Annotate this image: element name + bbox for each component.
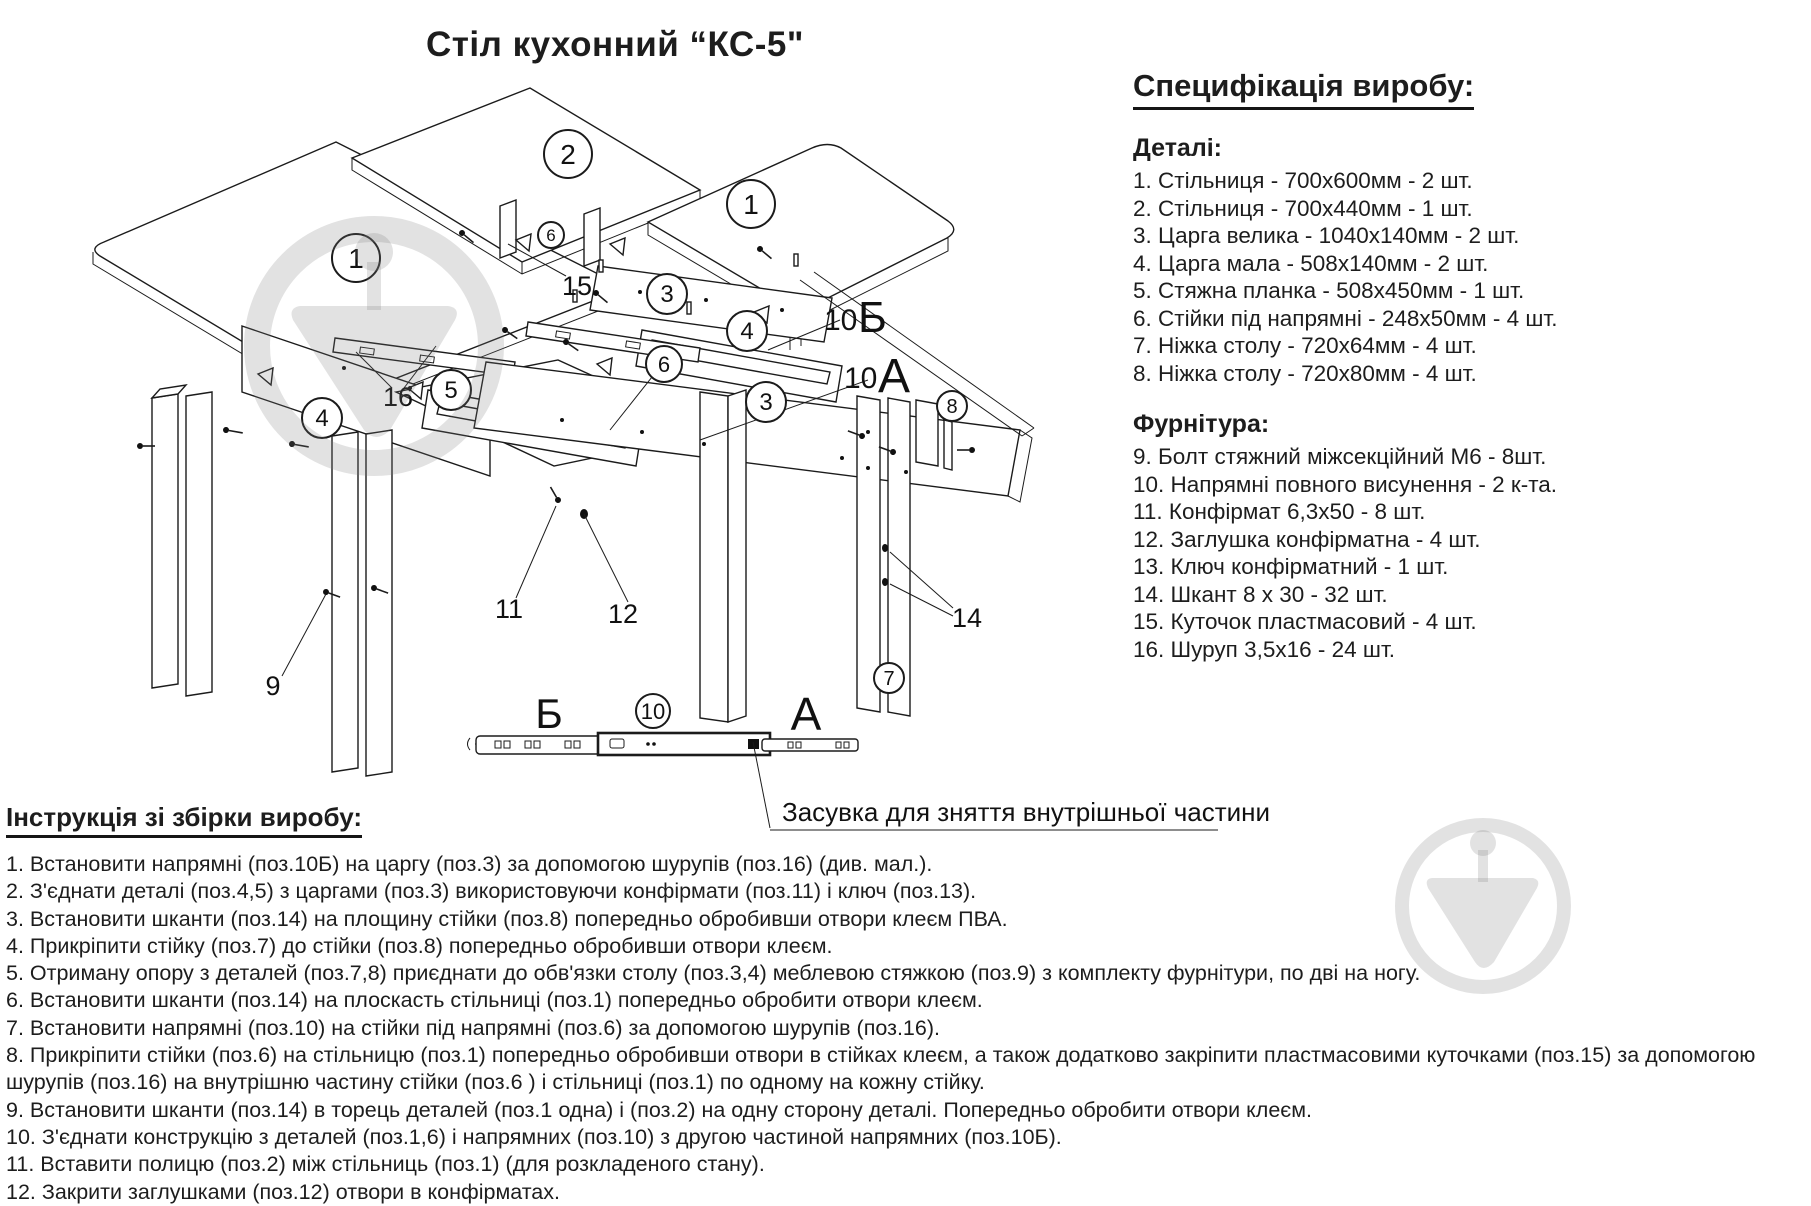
exploded-view bbox=[92, 87, 1035, 777]
svg-text:1: 1 bbox=[743, 189, 759, 220]
watermark-logo-bottom-right bbox=[1395, 818, 1571, 994]
svg-text:6: 6 bbox=[658, 352, 670, 377]
svg-text:8: 8 bbox=[946, 396, 957, 418]
apron-front bbox=[473, 361, 1033, 503]
label-10a-letter: А bbox=[878, 350, 910, 403]
specification-panel: Специфікація виробу: Деталі: 1. Стільниц… bbox=[1133, 68, 1809, 663]
svg-text:10: 10 bbox=[641, 699, 665, 724]
rail-inner-section bbox=[761, 738, 859, 752]
apron-left-small bbox=[241, 325, 491, 477]
label-15: 15 bbox=[562, 271, 592, 301]
slide-annotation: Засувка для зняття внутрішньої частини bbox=[782, 797, 1270, 827]
number-labels: 15 16 11 12 9 14 bbox=[265, 271, 982, 701]
callout-4-left: 4 bbox=[301, 397, 343, 439]
hole-dots bbox=[342, 290, 908, 474]
callout-6-top: 6 bbox=[537, 221, 565, 249]
hardware-heading: Фурнітура: bbox=[1133, 410, 1270, 438]
svg-text:1: 1 bbox=[348, 243, 364, 274]
label-12: 12 bbox=[608, 599, 638, 629]
assembly-instructions: Інструкція зі збірки виробу: 1. Встанови… bbox=[6, 802, 1808, 1206]
spec-item: 16. Шуруп 3,5х16 - 24 шт. bbox=[1133, 636, 1396, 662]
page-title: Стіл кухонний “КС-5" bbox=[426, 25, 804, 65]
svg-text:7: 7 bbox=[883, 668, 894, 690]
parts-group: Деталі: 1. Стільниця - 700х600мм - 2 шт.… bbox=[1133, 134, 1809, 387]
callout-3-bottom: 3 bbox=[745, 381, 787, 423]
instruction-step: 4. Прикріпити стійку (поз.7) до стійки (… bbox=[6, 933, 833, 958]
svg-text:4: 4 bbox=[740, 318, 753, 345]
spec-item: 8. Ніжка столу - 720х80мм - 4 шт. bbox=[1133, 360, 1477, 386]
callout-10-rail: 10 bbox=[635, 693, 671, 729]
svg-text:3: 3 bbox=[660, 281, 673, 308]
tabletop-right bbox=[646, 143, 955, 350]
dowel-pins bbox=[572, 253, 799, 315]
label-10a-num: 10 bbox=[844, 362, 877, 395]
leg-rear-left-pair bbox=[150, 384, 213, 697]
label-14: 14 bbox=[952, 603, 982, 633]
svg-text:6: 6 bbox=[546, 226, 555, 245]
instruction-step: 6. Встановити шканти (поз.14) на плоскас… bbox=[6, 988, 983, 1013]
spec-item: 13. Ключ конфірматний - 1 шт. bbox=[1133, 554, 1449, 579]
spec-item: 15. Куточок пластмасовий - 4 шт. bbox=[1133, 609, 1477, 634]
callout-6-mid: 6 bbox=[645, 345, 683, 383]
spec-item: 10. Напрямні повного висунення - 2 к-та. bbox=[1133, 471, 1558, 497]
callout-2: 2 bbox=[543, 129, 593, 179]
hardware-group: Фурнітура: 9. Болт стяжний міжсекційний … bbox=[1133, 410, 1809, 663]
spec-item: 7. Ніжка столу - 720х64мм - 4 шт. bbox=[1133, 333, 1477, 358]
spec-item: 3. Царга велика - 1040х140мм - 2 шт. bbox=[1133, 223, 1520, 248]
callout-4-right: 4 bbox=[726, 310, 768, 352]
svg-text:2: 2 bbox=[560, 139, 576, 170]
spec-item: 5. Стяжна планка - 508х450мм - 1 шт. bbox=[1133, 278, 1525, 303]
spec-item: 1. Стільниця - 700х600мм - 2 шт. bbox=[1133, 168, 1473, 193]
parts-heading: Деталі: bbox=[1133, 134, 1222, 162]
callouts: 1 2 1 6 3 4 6 5 4 3 8 7 10 bbox=[301, 129, 968, 729]
leader-lines bbox=[281, 243, 954, 677]
side-frame-lines bbox=[799, 271, 1035, 437]
label-10b-letter: Б bbox=[858, 293, 887, 342]
leg-rear-right bbox=[699, 389, 747, 723]
screws bbox=[137, 230, 975, 598]
instruction-step: 2. З'єднати деталі (поз.4,5) з царгами (… bbox=[6, 879, 977, 904]
spec-item: 2. Стільниця - 700х440мм - 1 шт. bbox=[1133, 195, 1473, 221]
rail-ref-labels: 10 Б 10 А Б А Засувка для зняття внутріш… bbox=[535, 293, 1270, 827]
instruction-step: 9. Встановити шканти (поз.14) в торець д… bbox=[6, 1097, 1312, 1122]
instruction-step: 12. Закрити заглушками (поз.12) отвори в… bbox=[6, 1179, 560, 1204]
instruction-step: 7. Встановити напрямні (поз.10) на стійк… bbox=[6, 1015, 940, 1040]
stand-boards-8 bbox=[915, 399, 953, 471]
spec-item: 12. Заглушка конфірматна - 4 шт. bbox=[1133, 526, 1481, 552]
label-11: 11 bbox=[495, 594, 523, 624]
spec-item: 4. Царга мала - 508х140мм - 2 шт. bbox=[1133, 250, 1489, 276]
callout-5: 5 bbox=[430, 369, 472, 411]
label-view-a: А bbox=[791, 688, 822, 740]
annotation-leader bbox=[752, 741, 771, 829]
spec-item: 6. Стійки під напрямні - 248х50мм - 4 шт… bbox=[1133, 305, 1558, 331]
watermark-logo-top-left bbox=[244, 216, 504, 476]
spec-item: 14. Шкант 8 х 30 - 32 шт. bbox=[1133, 581, 1388, 607]
leg-front-left-pair bbox=[331, 429, 393, 777]
leg-right-pair bbox=[856, 395, 911, 717]
spec-item: 11. Конфірмат 6,3х50 - 8 шт. bbox=[1133, 499, 1426, 524]
instruction-step: 11. Вставити полицю (поз.2) між стільниц… bbox=[6, 1152, 765, 1177]
svg-text:3: 3 bbox=[759, 389, 772, 416]
label-16: 16 bbox=[383, 382, 413, 412]
callout-8: 8 bbox=[936, 390, 968, 422]
spec-heading: Специфікація виробу: bbox=[1133, 68, 1475, 110]
instructions-heading: Інструкція зі збірки виробу: bbox=[6, 802, 362, 838]
slide-rail-detail bbox=[467, 731, 1218, 831]
svg-text:4: 4 bbox=[315, 405, 328, 432]
spec-item: 9. Болт стяжний міжсекційний М6 - 8шт. bbox=[1133, 444, 1547, 469]
instruction-step: 8. Прикріпити стійки (поз.6) на стільниц… bbox=[6, 1043, 1756, 1095]
label-view-b: Б bbox=[535, 690, 563, 737]
callout-7: 7 bbox=[873, 662, 905, 694]
label-9: 9 bbox=[265, 671, 280, 701]
label-10b-num: 10 bbox=[824, 304, 857, 337]
instruction-step: 10. З'єднати конструкцію з деталей (поз.… bbox=[6, 1124, 1062, 1149]
instruction-step: 3. Встановити шканти (поз.14) на площину… bbox=[6, 906, 1008, 931]
svg-text:5: 5 bbox=[444, 377, 457, 404]
instruction-step: 1. Встановити напрямні (поз.10Б) на царг… bbox=[6, 852, 933, 876]
callout-3-top: 3 bbox=[646, 273, 688, 315]
callout-1-left: 1 bbox=[331, 233, 381, 283]
instruction-step: 5. Отриману опору з деталей (поз.7,8) пр… bbox=[6, 961, 1421, 986]
callout-1-right: 1 bbox=[726, 179, 776, 229]
